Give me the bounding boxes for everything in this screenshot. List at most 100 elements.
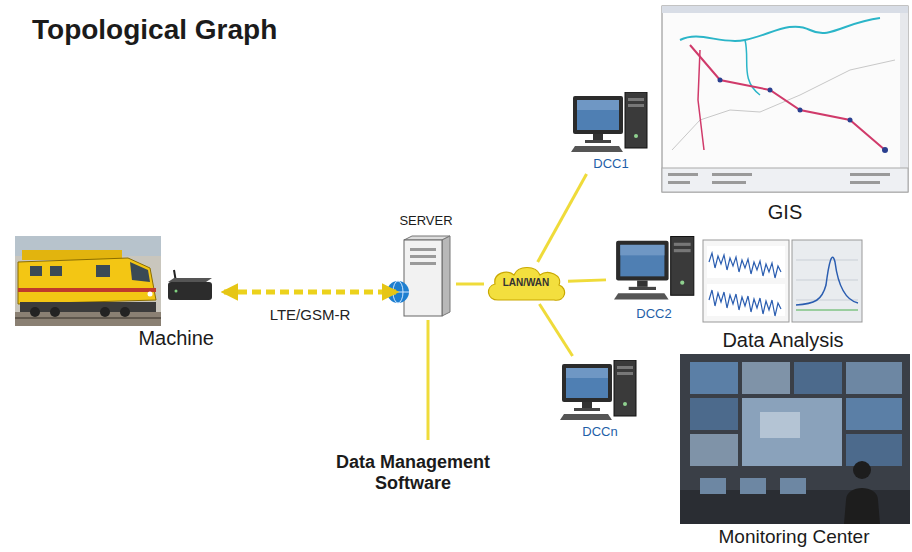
gis-screenshot: [672, 60, 895, 150]
analysis-charts: [703, 240, 789, 322]
server-icon: [442, 236, 450, 316]
train-illustration: [120, 307, 130, 317]
modem-icon: [168, 278, 212, 282]
connector-line: [224, 290, 396, 295]
train-illustration: [30, 266, 42, 276]
gis-screenshot: [668, 173, 698, 176]
analysis-charts: [707, 246, 785, 278]
connector-line: [539, 304, 572, 356]
analysis-charts: [703, 240, 862, 322]
gis-screenshot: [882, 147, 888, 153]
workstation-icon: [614, 236, 694, 299]
modem-icon: [168, 282, 212, 300]
monitoring-photo: [680, 354, 910, 524]
connector-line: [427, 320, 430, 440]
cloud-shape: [489, 268, 565, 301]
monitoring-photo: [760, 412, 800, 438]
train-illustration: [15, 236, 161, 326]
analysis-panel: Data Analysis: [700, 236, 866, 354]
node-label: LAN/WAN: [503, 277, 550, 289]
gis-screenshot: [848, 118, 853, 123]
train-illustration: [100, 307, 110, 317]
train-illustration: [50, 266, 62, 276]
server-icon: [410, 262, 436, 265]
node-label: Data Management Software: [311, 452, 515, 493]
gis-screenshot: [690, 45, 885, 150]
analysis-charts: [709, 253, 781, 278]
node-label: Data Analysis: [722, 329, 843, 352]
monitoring-photo: [690, 398, 738, 430]
server-icon: [404, 240, 442, 316]
modem-icon: [168, 270, 212, 300]
server-icon: [410, 255, 436, 258]
train-illustration: [15, 236, 161, 326]
monitoring-photo: [794, 362, 842, 394]
analysis-charts: [709, 290, 781, 316]
diagram-title: Topological Graph: [32, 14, 277, 46]
monitoring-photo: [690, 434, 738, 466]
machine-node: Machine: [12, 232, 224, 354]
server-icon: [410, 248, 436, 251]
gis-screenshot: [680, 18, 880, 41]
gis-screenshot: [662, 6, 908, 192]
node-label: DCC1: [593, 157, 628, 172]
server-icon: [387, 236, 450, 316]
train-illustration: [20, 302, 156, 312]
gis-screenshot: [718, 78, 723, 83]
gis-screenshot: [662, 168, 908, 192]
train-illustration: [15, 317, 161, 319]
train-illustration: [18, 258, 156, 304]
server-icon: [387, 292, 409, 293]
analysis-charts: [707, 284, 785, 316]
workstation-node: DCC2: [606, 232, 702, 324]
node-label: Machine: [138, 327, 214, 350]
workstation-icon: [571, 92, 647, 152]
gis-panel: GIS: [660, 4, 910, 226]
workstation-node: DCC1: [568, 86, 654, 174]
analysis-charts: [796, 310, 858, 311]
gis-screenshot: [698, 50, 704, 150]
gis-screenshot: [850, 181, 880, 184]
gis-screenshot: [662, 6, 908, 192]
gis-screenshot: [850, 173, 890, 176]
gis-screenshot: [668, 181, 690, 184]
monitoring-photo: [680, 354, 910, 524]
train-illustration: [30, 307, 40, 317]
train-illustration: [18, 288, 156, 292]
monitoring-photo: [780, 478, 806, 494]
node-label: GIS: [768, 201, 802, 224]
workstation-icon: [560, 360, 636, 420]
gis-screenshot: [798, 108, 803, 113]
monitoring-photo: [700, 478, 726, 494]
monitoring-photo: [853, 461, 871, 479]
gis-screenshot: [900, 13, 908, 168]
analysis-charts: [796, 257, 858, 305]
software-label: Data Management Software: [305, 440, 521, 506]
monitoring-photo: [846, 434, 902, 466]
train-illustration: [148, 292, 153, 297]
connector-line: [538, 174, 587, 262]
train-illustration: [130, 262, 150, 282]
node-label: Monitoring Center: [718, 526, 869, 548]
monitoring-photo: [846, 398, 902, 430]
monitoring-photo: [846, 362, 902, 394]
train-illustration: [50, 307, 60, 317]
monitoring-panel: Monitoring Center: [678, 352, 910, 550]
connector-line: [456, 283, 484, 286]
analysis-charts: [796, 300, 858, 301]
modem-icon: [175, 290, 178, 293]
gis-screenshot: [712, 181, 746, 184]
gis-screenshot: [712, 173, 752, 176]
monitoring-photo: [844, 488, 880, 524]
server-icon: [387, 281, 409, 303]
network-cloud: LAN/WAN: [484, 262, 568, 304]
node-label: DCC2: [636, 307, 671, 322]
gis-screenshot: [768, 88, 773, 93]
monitoring-photo: [742, 362, 790, 394]
analysis-charts: [796, 260, 858, 261]
connector-line: [568, 280, 606, 281]
gis-screenshot: [662, 6, 908, 13]
node-label: DCCn: [582, 425, 617, 440]
monitoring-photo: [742, 398, 842, 466]
